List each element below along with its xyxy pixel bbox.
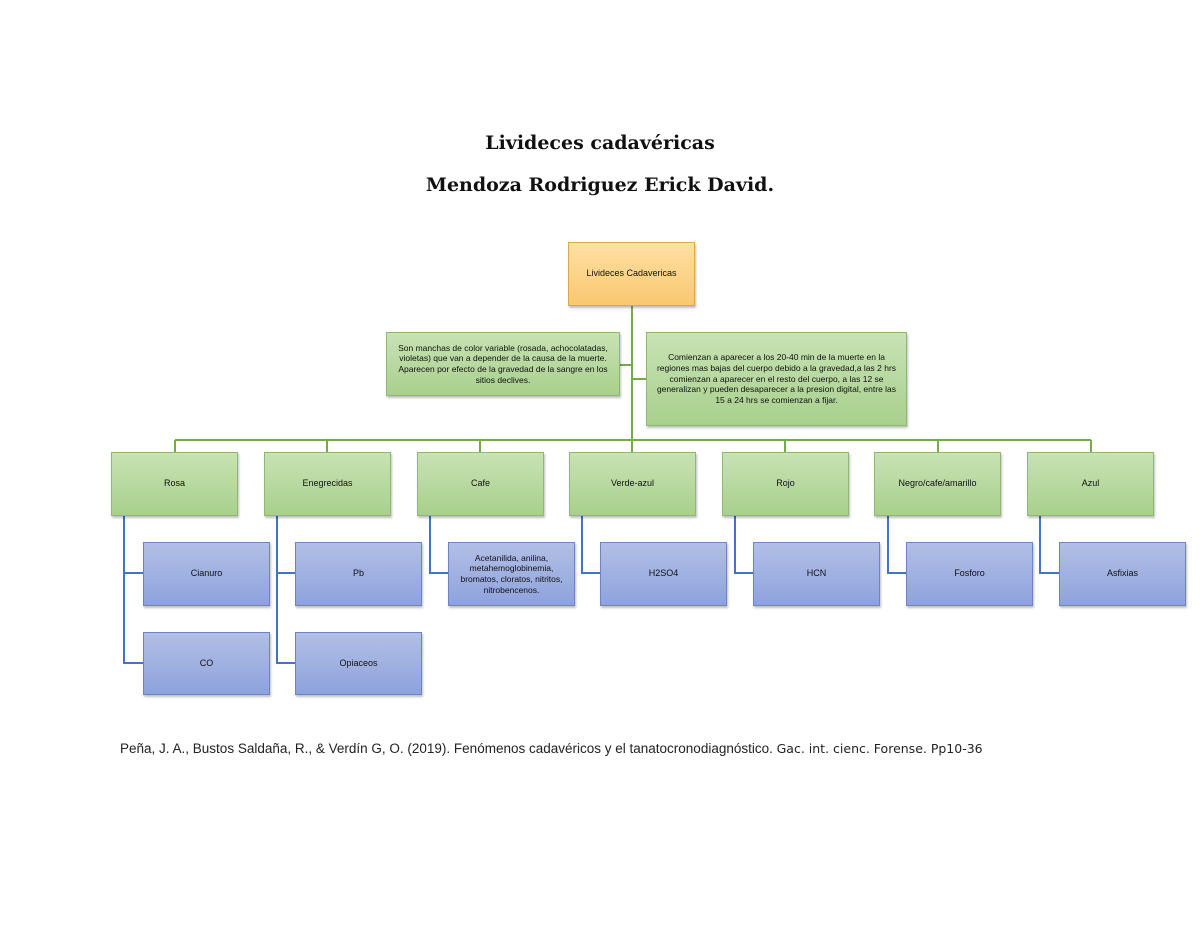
cause-label: Acetanilida, anilina, metahemoglobinemia… — [460, 552, 563, 595]
category-label: Azul — [1081, 478, 1100, 489]
description-left-text: Son manchas de color variable (rosada, a… — [398, 342, 608, 385]
category-label: Rojo — [776, 478, 795, 489]
root-node-label: Livideces Cadavericas — [586, 268, 677, 279]
cause-label: Opiaceos — [339, 657, 378, 668]
category-node-rojo: Rojo — [722, 452, 849, 516]
citation: Peña, J. A., Bustos Saldaña, R., & Verdí… — [120, 741, 983, 756]
cause-node-opiaceos: Opiaceos — [295, 632, 422, 695]
cause-node-cianuro: Cianuro — [143, 542, 270, 606]
category-node-cafe: Cafe — [417, 452, 544, 516]
cause-node-hcn: HCN — [753, 542, 880, 606]
cause-label: Pb — [352, 568, 364, 579]
page-title: Livideces cadavéricas — [485, 132, 715, 154]
description-left: Son manchas de color variable (rosada, a… — [386, 332, 620, 396]
cause-node-h2so4: H2SO4 — [600, 542, 727, 606]
category-label: Enegrecidas — [302, 478, 353, 489]
cause-label: H2SO4 — [648, 568, 679, 579]
category-label: Negro/cafe/amarillo — [898, 478, 977, 489]
cause-label: Asfixias — [1106, 568, 1138, 579]
citation-main: Peña, J. A., Bustos Saldaña, R., & Verdí… — [120, 741, 777, 756]
cause-label: Fosforo — [954, 568, 985, 579]
root-node: Livideces Cadavericas — [568, 242, 695, 306]
category-label: Rosa — [163, 478, 185, 489]
citation-journal: Gac. int. cienc. Forense. Pp10-36 — [776, 741, 983, 756]
category-node-negro-cafe-amarillo: Negro/cafe/amarillo — [874, 452, 1001, 516]
cause-label: Cianuro — [190, 568, 223, 579]
category-label: Verde-azul — [610, 478, 655, 489]
category-node-enegrecidas: Enegrecidas — [264, 452, 391, 516]
description-right: Comienzan a aparecer a los 20-40 min de … — [646, 332, 907, 426]
cause-node-fosforo: Fosforo — [906, 542, 1033, 606]
description-right-text: Comienzan a aparecer a los 20-40 min de … — [656, 352, 897, 405]
cause-node-asfixias: Asfixias — [1059, 542, 1186, 606]
cause-node-acetanilida: Acetanilida, anilina, metahemoglobinemia… — [448, 542, 575, 606]
cause-label: HCN — [806, 568, 827, 579]
cause-label: CO — [199, 657, 214, 668]
category-node-rosa: Rosa — [111, 452, 238, 516]
cause-node-co: CO — [143, 632, 270, 695]
category-label: Cafe — [470, 478, 490, 489]
category-node-verde-azul: Verde-azul — [569, 452, 696, 516]
author-name: Mendoza Rodriguez Erick David. — [425, 174, 775, 196]
category-node-azul: Azul — [1027, 452, 1154, 516]
cause-node-pb: Pb — [295, 542, 422, 606]
